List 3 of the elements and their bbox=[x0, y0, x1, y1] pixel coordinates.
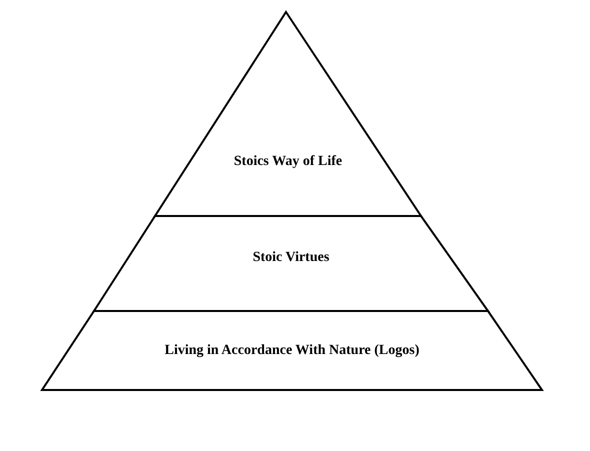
band-label: Stoic Virtues bbox=[252, 250, 330, 266]
band-label: Stoics Way of Life bbox=[234, 154, 342, 170]
band-label: Living in Accordance With Nature (Logos) bbox=[164, 343, 420, 359]
